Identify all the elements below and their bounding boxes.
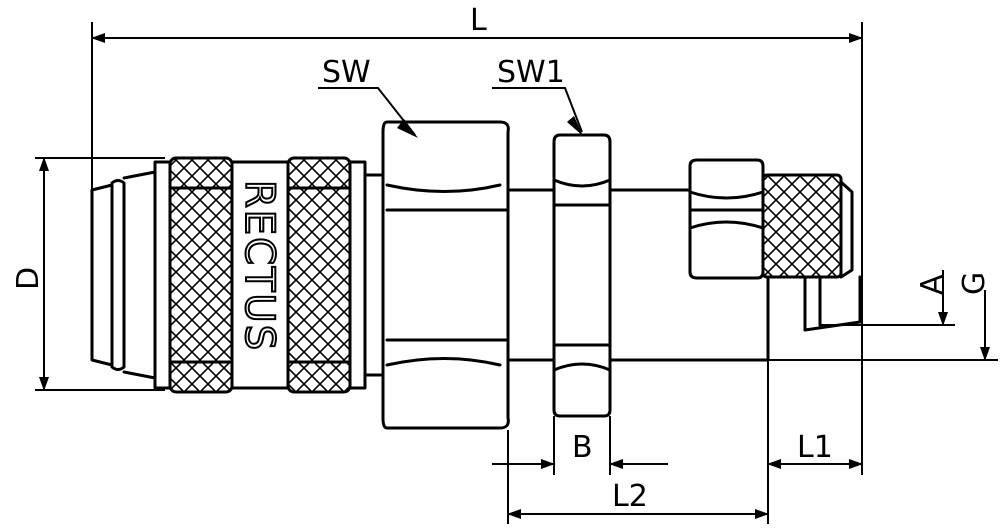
label-L1: L1 bbox=[797, 430, 833, 465]
label-L: L bbox=[470, 3, 487, 38]
hex-nut-sw1 bbox=[552, 133, 612, 418]
label-SW1: SW1 bbox=[497, 55, 565, 90]
label-A: A bbox=[915, 274, 950, 295]
hose-fitting-hex bbox=[688, 158, 765, 280]
knurl-band-right bbox=[286, 156, 352, 394]
label-G: G bbox=[957, 272, 992, 295]
label-B: B bbox=[572, 430, 593, 465]
knurl-hose-nut bbox=[761, 173, 843, 279]
label-L2: L2 bbox=[612, 479, 648, 514]
coupling-body: RECTUS bbox=[90, 120, 862, 430]
hex-nut-sw bbox=[381, 120, 510, 430]
label-SW: SW bbox=[322, 55, 371, 90]
dimension-lines bbox=[35, 22, 998, 524]
label-D: D bbox=[11, 267, 46, 290]
brand-lettering: RECTUS bbox=[236, 180, 282, 352]
knurl-band-left bbox=[168, 156, 234, 394]
